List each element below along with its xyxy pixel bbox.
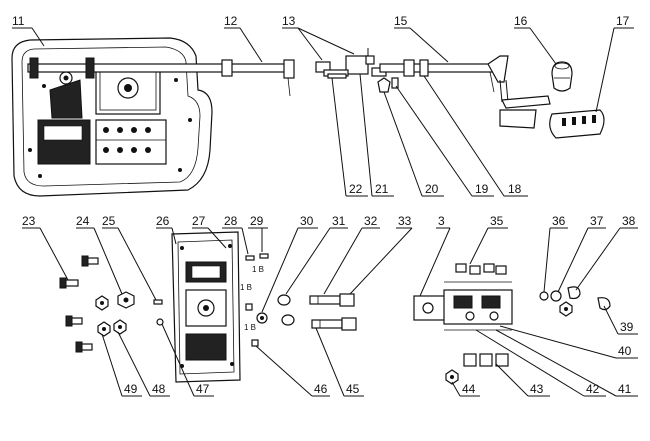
callout-42: 42 <box>586 382 600 396</box>
rod-ends <box>309 293 357 331</box>
callout-31: 31 <box>332 214 346 228</box>
housing-assembly <box>11 37 213 197</box>
callout-25: 25 <box>102 214 116 228</box>
callout-47: 47 <box>196 382 210 396</box>
inline-mark-2: 1 B <box>240 283 252 292</box>
callout-17: 17 <box>616 14 630 28</box>
fastener-group-center <box>245 253 295 347</box>
callout-18: 18 <box>508 182 522 196</box>
callout-12: 12 <box>224 14 238 28</box>
callout-39: 39 <box>620 320 634 334</box>
callout-28: 28 <box>224 214 238 228</box>
fastener-group-left <box>59 255 164 353</box>
main-shaft <box>27 57 295 97</box>
callout-38: 38 <box>622 214 636 228</box>
fittings-right <box>539 286 611 317</box>
inline-mark-3: 1 B <box>244 323 256 332</box>
callout-40: 40 <box>618 344 632 358</box>
callout-19: 19 <box>475 182 489 196</box>
callout-26: 26 <box>156 214 170 228</box>
callout-16: 16 <box>514 14 528 28</box>
callout-35: 35 <box>490 214 504 228</box>
callout-labels: 11 12 13 15 16 17 22 21 20 19 18 23 24 2… <box>12 14 636 396</box>
callout-30: 30 <box>300 214 314 228</box>
callout-36: 36 <box>552 214 566 228</box>
inline-mark-1: 1 B <box>252 265 264 274</box>
callout-48: 48 <box>152 382 166 396</box>
callout-29: 29 <box>250 214 264 228</box>
pedal-knob <box>551 61 573 92</box>
callout-27: 27 <box>192 214 206 228</box>
callout-24: 24 <box>76 214 90 228</box>
pedal-pad <box>549 109 605 139</box>
callout-44: 44 <box>462 382 476 396</box>
small-parts-row <box>327 73 399 93</box>
callout-23: 23 <box>22 214 36 228</box>
pedal-shaft <box>379 55 551 129</box>
callout-49: 49 <box>124 382 138 396</box>
bushings-lower <box>445 353 509 385</box>
callout-13: 13 <box>282 14 296 28</box>
callout-20: 20 <box>425 182 439 196</box>
callout-15: 15 <box>394 14 408 28</box>
callout-32: 32 <box>364 214 378 228</box>
callout-37: 37 <box>590 214 604 228</box>
callout-21: 21 <box>375 182 389 196</box>
callout-46: 46 <box>314 382 328 396</box>
leader-lines <box>12 27 638 397</box>
callout-43: 43 <box>530 382 544 396</box>
callout-41: 41 <box>618 382 632 396</box>
callout-11: 11 <box>12 14 25 28</box>
plug-set <box>455 263 507 275</box>
callout-33: 33 <box>398 214 412 228</box>
center-housing <box>171 231 241 383</box>
callout-45: 45 <box>346 382 360 396</box>
callout-3: 3 <box>438 214 445 228</box>
valve-block <box>413 281 513 331</box>
callout-22: 22 <box>349 182 363 196</box>
